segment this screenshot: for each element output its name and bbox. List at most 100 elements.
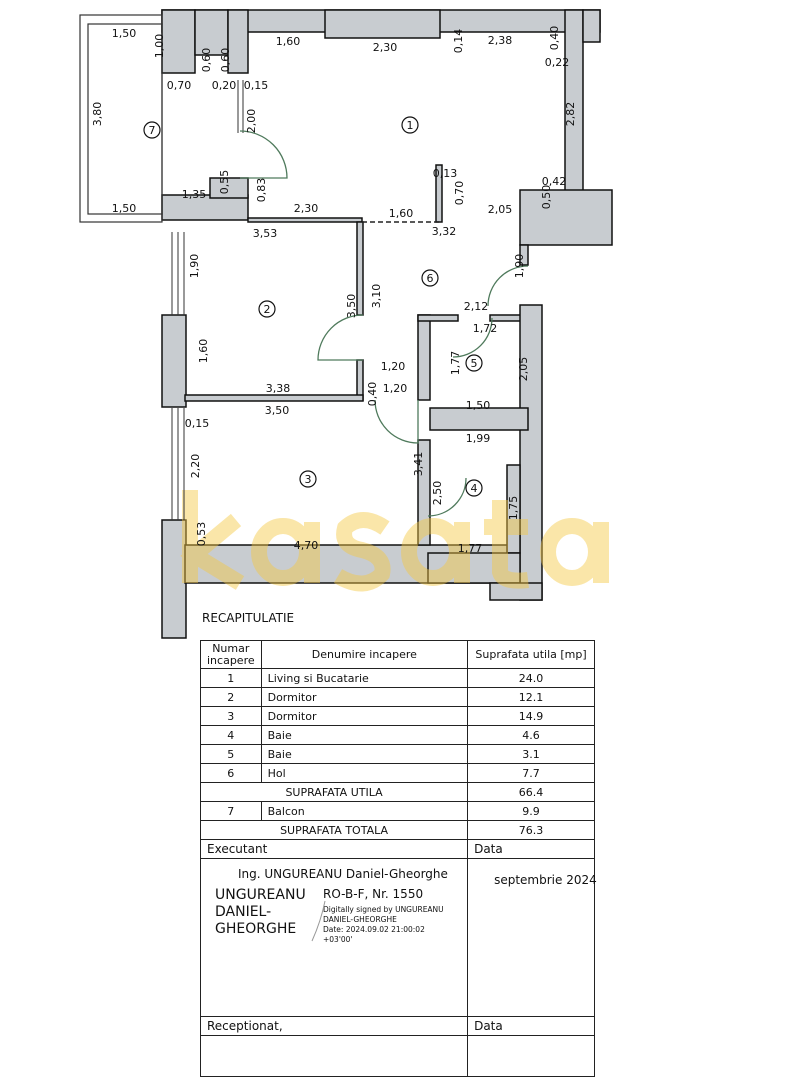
room-nr: 4: [200, 725, 262, 745]
dimension-label: 1,50: [112, 27, 137, 40]
room-name: Balcon: [260, 801, 469, 821]
dimension-label: 2,50: [431, 481, 444, 506]
dimension-label: 2,05: [517, 357, 530, 382]
dimension-label: 2,38: [488, 34, 513, 47]
engineer-name: Ing. UNGUREANU Daniel-Gheorghe: [238, 867, 448, 881]
room-nr: 6: [200, 763, 262, 783]
wall: [427, 552, 521, 584]
dimension-label: 0,70: [167, 79, 192, 92]
wall: [247, 217, 363, 223]
room-number-2: 2: [258, 300, 276, 318]
wall: [161, 314, 187, 408]
watermark-letter: [180, 490, 245, 590]
room-circle: [258, 300, 276, 318]
signer-line: UNGUREANU: [215, 887, 306, 903]
wall: [417, 314, 431, 401]
room-nr: 3: [200, 706, 262, 726]
wall: [324, 9, 441, 39]
dimension-label: 2,82: [564, 102, 577, 127]
room-area: 12.1: [467, 687, 595, 707]
wall: [227, 9, 249, 74]
room-name: Baie: [260, 725, 469, 745]
wall: [161, 194, 249, 221]
watermark-letter: [251, 518, 315, 586]
windows: [171, 80, 244, 520]
totala-value: 76.3: [467, 820, 595, 840]
room-nr: 7: [200, 801, 262, 821]
room-number-3: 3: [299, 470, 317, 488]
wall: [519, 244, 529, 266]
date-cell: septembrie 2024: [467, 858, 597, 1017]
dimension-label: 4,70: [294, 539, 319, 552]
digital-line: DANIEL-GHEORGHE: [323, 915, 397, 924]
reception-date-cell: [467, 1035, 595, 1077]
watermark-letter: [484, 500, 529, 589]
signature-stroke: [311, 900, 326, 942]
dimension-label: 1,60: [276, 35, 301, 48]
dimension-label: 3,53: [253, 227, 278, 240]
data-label-2: Data: [467, 1016, 595, 1036]
wall: [429, 407, 529, 431]
receptionat-label: Receptionat,: [199, 1016, 469, 1036]
dimension-label: 1,77: [458, 542, 483, 555]
utila-label: SUPRAFATA UTILA: [199, 782, 469, 802]
room-number-label: 1: [407, 119, 414, 132]
dimension-label: 0,42: [542, 175, 567, 188]
digital-line: Digitally signed by UNGUREANU: [323, 905, 444, 914]
dimension-label: 2,30: [373, 41, 398, 54]
dimension-label: 1,00: [153, 34, 166, 59]
wall: [519, 304, 543, 601]
utila-value: 66.4: [467, 782, 595, 802]
signature-row: Ing. UNGUREANU Daniel-Gheorghe UNGUREANU…: [199, 858, 597, 1017]
room-nr: 5: [200, 744, 262, 764]
door-swing: [317, 314, 364, 361]
room-area: 9.9: [467, 801, 595, 821]
door-swing: [452, 317, 493, 358]
room-circle: [465, 479, 483, 497]
dimension-label: 3,50: [265, 404, 290, 417]
balcony-outline: [79, 14, 163, 223]
wall: [489, 582, 543, 601]
dimension-label: 1,60: [197, 339, 210, 364]
dimension-label: 0,70: [453, 181, 466, 206]
dimension-label: 0,20: [212, 79, 237, 92]
room-name: Living si Bucatarie: [260, 668, 469, 688]
dimension-label: 0,13: [433, 167, 458, 180]
watermark-letter: [401, 518, 465, 586]
digital-line: +03'00': [323, 935, 353, 944]
door-swing: [239, 130, 288, 179]
dimension-label: 1,77: [449, 351, 462, 376]
digital-line: Date: 2024.09.02 21:00:02: [323, 925, 425, 934]
room-number-label: 2: [264, 303, 271, 316]
doors: [239, 130, 529, 517]
room-number-6: 6: [421, 269, 439, 287]
dimension-label: 1,60: [389, 207, 414, 220]
room-area: 14.9: [467, 706, 595, 726]
signoff-header: Executant Data: [199, 839, 595, 859]
wall: [417, 314, 459, 322]
executant-label: Executant: [199, 839, 469, 859]
dimension-label: 1,72: [473, 322, 498, 335]
wall: [209, 177, 249, 199]
room-name: Dormitor: [260, 687, 469, 707]
room-number-label: 4: [471, 482, 478, 495]
dimension-label: 0,40: [366, 382, 379, 407]
dimension-label: 2,30: [294, 202, 319, 215]
wall: [356, 359, 364, 401]
wall: [184, 394, 364, 402]
room-number-4: 4: [465, 479, 483, 497]
header-name: Denumire incapere: [260, 640, 469, 669]
room-area: 7.7: [467, 763, 595, 783]
dimension-label: 0,60: [219, 48, 232, 73]
room-circle: [299, 470, 317, 488]
table-header: Numar incapere Denumire incapere Suprafa…: [200, 640, 595, 669]
dimension-label: 1,90: [188, 254, 201, 279]
room-number-1: 1: [401, 116, 419, 134]
summary-table: Numar incapere Denumire incapere Suprafa…: [199, 640, 597, 1077]
room-name: Dormitor: [260, 706, 469, 726]
